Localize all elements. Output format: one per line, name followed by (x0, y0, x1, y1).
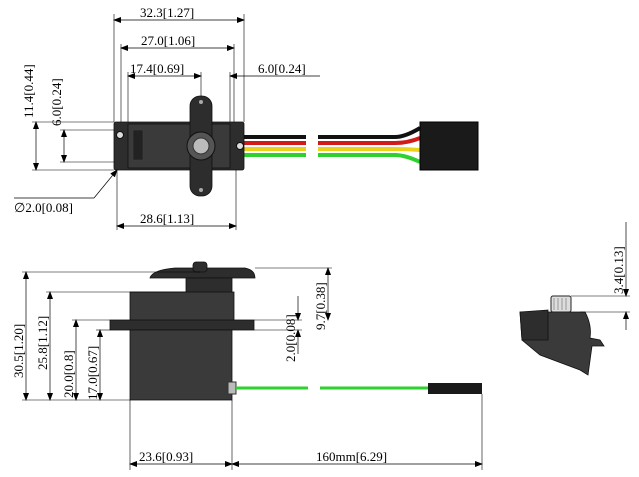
top-wires-left (240, 135, 306, 157)
dim-30-5: 30.5[1.20] (11, 324, 26, 378)
dim-27-0: 27.0[1.06] (141, 33, 195, 48)
side-top-cap (129, 291, 235, 323)
dim-9-7: 9.7[0.38] (313, 282, 328, 330)
dim-11-4: 11.4[0.44] (21, 64, 36, 118)
top-label-strip (132, 129, 144, 161)
side-horn (149, 267, 256, 279)
dim-2-0-flange: 2.0[0.08] (283, 314, 298, 362)
dim-6-0-left: 6.0[0.24] (49, 78, 64, 126)
dim-hole-diameter: ∅2.0[0.08] (14, 200, 73, 215)
side-connector (428, 383, 482, 394)
side-view: 30.5[1.20] 25.8[1.12] 20.0[0.8] 17.0[0.6… (11, 261, 483, 470)
dim-32-3: 32.3[1.27] (140, 5, 194, 20)
side-flange (109, 319, 255, 331)
dim-20-0: 20.0[0.8] (61, 350, 76, 398)
dim-28-6: 28.6[1.13] (140, 211, 194, 226)
dim-160mm: 160mm[6.29] (316, 449, 387, 464)
mount-hole-right (236, 142, 244, 150)
dim-25-8: 25.8[1.12] (35, 316, 50, 370)
detail-view: 3.4[0.13] (519, 222, 630, 376)
side-wire-exit (227, 381, 237, 395)
shaft (192, 137, 210, 155)
dim-3-4: 3.4[0.13] (611, 246, 626, 294)
horn-hole-top (199, 100, 203, 104)
dim-23-6: 23.6[0.93] (139, 449, 193, 464)
top-connector (419, 121, 479, 171)
dim-17-0: 17.0[0.67] (85, 346, 100, 400)
dim-6-0-right: 6.0[0.24] (258, 61, 306, 76)
horn-hole-bottom (199, 188, 203, 192)
top-wires-right (318, 126, 422, 164)
dim-17-4: 17.4[0.69] (130, 61, 184, 76)
top-view: 32.3[1.27] 27.0[1.06] 17.4[0.69] 6.0[0.2… (14, 5, 480, 230)
mount-hole-left (116, 131, 124, 139)
side-horn-screw (192, 261, 208, 273)
side-body (129, 329, 233, 401)
